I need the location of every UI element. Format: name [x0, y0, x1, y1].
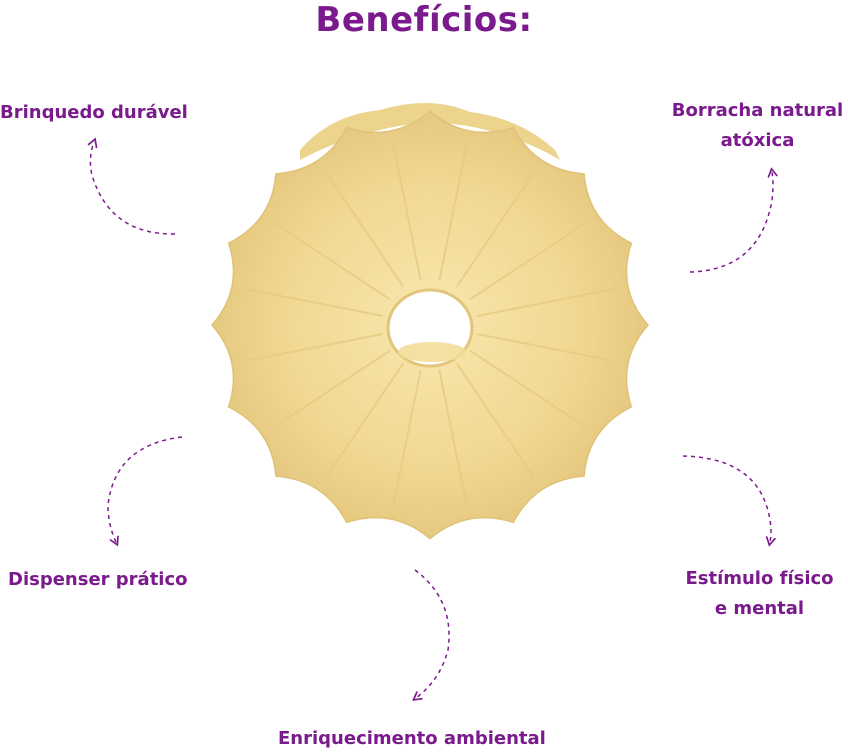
toy-ridge — [469, 349, 586, 428]
arrow-duravel — [87, 137, 176, 235]
toy-back-rim — [300, 102, 560, 160]
toy-ridge — [438, 369, 468, 504]
arrow-dispenser — [107, 436, 183, 547]
toy-ridge — [438, 146, 468, 281]
benefit-label: Brinquedo durável — [0, 102, 188, 123]
toy-ridge — [455, 172, 535, 288]
toy-image — [211, 102, 649, 540]
toy-ridge — [325, 362, 405, 478]
toy-ridge — [247, 288, 384, 317]
toy-ridge — [247, 333, 384, 362]
benefit-dispenser-pratico: Dispenser prático — [8, 565, 188, 595]
benefit-label-line2: e mental — [714, 598, 805, 619]
page-title: Benefícios: — [315, 0, 533, 40]
benefit-label-line1: Estímulo físico — [685, 568, 834, 589]
arrow-enriquecimento — [412, 569, 450, 701]
toy-ridge — [455, 362, 535, 478]
arrow-borracha — [689, 167, 778, 273]
toy-ridge — [469, 222, 586, 301]
toy-ridges — [247, 146, 613, 504]
benefit-label: Enriquecimento ambiental — [278, 728, 546, 749]
toy-ridge — [476, 288, 613, 317]
benefit-brinquedo-duravel: Brinquedo durável — [0, 98, 188, 128]
arrow-estimulo — [682, 455, 776, 547]
toy-hole-inner-shade — [398, 342, 466, 362]
toy-ridge — [392, 369, 422, 504]
toy-ridge — [476, 333, 613, 362]
benefit-label: Dispenser prático — [8, 569, 188, 590]
benefit-estimulo-fisico: Estímulo físico e mental — [662, 564, 848, 624]
toy-ridge — [392, 146, 422, 281]
benefit-label-line1: Borracha natural — [671, 100, 844, 121]
benefit-borracha-natural: Borracha natural atóxica — [650, 96, 848, 156]
toy-ridge — [274, 222, 391, 301]
benefit-enriquecimento-ambiental: Enriquecimento ambiental — [278, 724, 546, 754]
toy-ridge — [325, 172, 405, 288]
benefit-label-line2: atóxica — [720, 130, 795, 151]
toy-ridge — [274, 349, 391, 428]
